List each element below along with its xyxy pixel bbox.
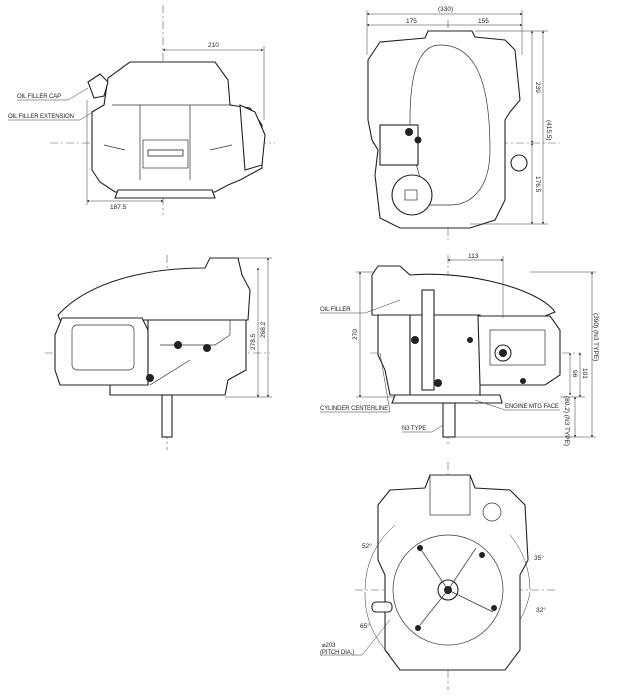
dim-270: 270 [352, 329, 359, 340]
dim-210: 210 [208, 42, 219, 49]
dim-176-5: 176.5 [534, 176, 541, 193]
dim-155: 155 [478, 18, 489, 25]
front-view: 210 187.5 OIL FILLER CAP OIL FILLER EXTE… [8, 5, 275, 215]
dim-415-5: (415.5) [545, 120, 552, 141]
dim-175: 175 [406, 18, 417, 25]
callout-n3-type: N3 TYPE [402, 426, 426, 432]
angle-32: 32° [536, 606, 546, 614]
top-view: (330) 175 155 239 176.5 (415.5) [366, 6, 560, 240]
bottom-view: 52° 35° 32° 65° ⌀203 (PITCH DIA.) [320, 462, 555, 690]
dim-101: 101 [581, 368, 588, 379]
dim-80-2-n3: (80.2) (N3 TYPE) [563, 396, 570, 446]
dim-187-5: 187.5 [110, 204, 127, 211]
callout-oil-filler-cap: OIL FILLER CAP [17, 94, 61, 100]
dim-96: 96 [571, 370, 578, 378]
side-view-right: 113 270 (390) (N3 TYPE) 101 96 (80.2) (N… [320, 253, 599, 446]
dim-113: 113 [468, 253, 479, 260]
callout-oil-filler: OIL FILLER [320, 307, 351, 313]
callout-oil-filler-extension: OIL FILLER EXTENSION [8, 114, 74, 120]
callout-cylinder-centerline: CYLINDER CENTERLINE [320, 406, 388, 412]
angle-52: 52° [362, 542, 372, 550]
callout-engine-mtg-face: ENGINE MTG FACE [505, 404, 559, 410]
pitch-dia-value: ⌀203 [322, 643, 336, 649]
dim-278-5: 278.5 [250, 333, 257, 350]
dim-390-n3: (390) (N3 TYPE) [592, 313, 599, 361]
angle-65: 65° [360, 622, 370, 630]
dim-268-2: 268.2 [260, 321, 267, 338]
side-view-left: 268.2 278.5 [45, 255, 272, 450]
dim-239: 239 [534, 82, 541, 93]
pitch-dia-label: (PITCH DIA.) [320, 650, 354, 656]
dim-330: (330) [438, 6, 453, 13]
honda-logo [147, 149, 184, 157]
angle-35: 35° [534, 554, 544, 562]
